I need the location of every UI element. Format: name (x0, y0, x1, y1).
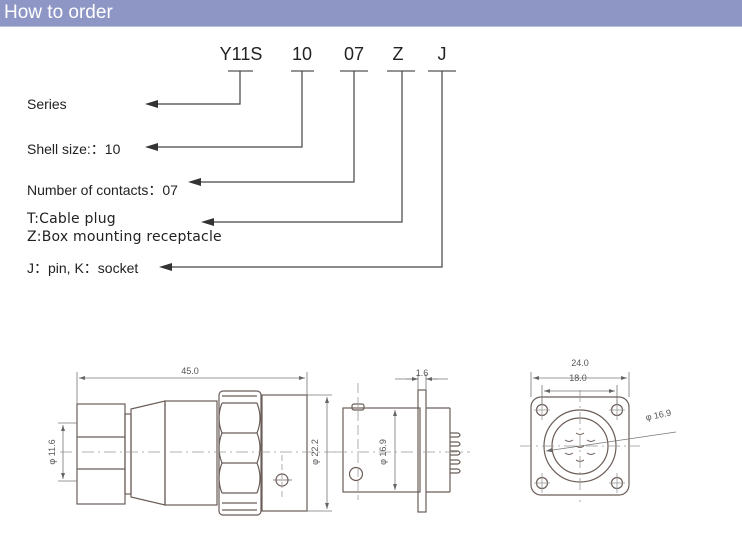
plug-centerlines (60, 451, 340, 498)
dim-hole-spacing: 18.0 (569, 373, 587, 383)
dim-receptacle-dia: φ 16.9 (378, 439, 388, 465)
code-contact-type: J (437, 44, 447, 64)
cable-plug-drawing (76, 390, 308, 516)
receptacle-side-centerlines (335, 383, 470, 500)
connector-contact-type (171, 71, 443, 268)
order-code-connectors (145, 70, 456, 271)
plug-dimension-lines (58, 372, 332, 512)
code-shell-size: 10 (291, 44, 313, 64)
dim-flange-width: 24.0 (571, 358, 589, 368)
legend-contact-type: J：pin, K：socket (27, 260, 139, 276)
arrow-series (145, 100, 158, 108)
connector-contacts (200, 71, 355, 183)
code-series: Y11S (219, 44, 263, 64)
legend-type-t: T:Cable plug (27, 211, 116, 227)
receptacle-front-dimension-lines (530, 372, 677, 453)
connector-type (213, 71, 403, 223)
receptacle-side-dimension-lines (393, 374, 448, 490)
connector-shell (157, 71, 303, 148)
arrow-contact-type (159, 263, 172, 271)
dim-flange-thickness: 1.6 (416, 368, 429, 378)
arrow-contacts (188, 178, 201, 186)
section-title: How to order (4, 2, 113, 23)
section-header: How to order (0, 0, 742, 27)
dim-plug-outer-dia: φ 22.2 (310, 439, 320, 465)
dim-plug-cable-dia: φ 11.6 (47, 439, 57, 464)
legend-type-z: Z:Box mounting receptacle (27, 229, 222, 245)
legend-contacts: Number of contacts：07 (27, 182, 178, 198)
legend-shell-size: Shell size:：10 (27, 141, 121, 157)
arrow-type (201, 218, 214, 226)
arrow-shell (145, 143, 158, 151)
code-type: Z (392, 44, 404, 64)
code-contacts: 07 (343, 44, 365, 64)
receptacle-side-drawing (342, 389, 461, 513)
dim-face-dia: φ 16.9 (645, 407, 672, 422)
dim-plug-length: 45.0 (181, 366, 199, 376)
connector-series (157, 71, 241, 105)
legend-series: Series (27, 96, 67, 112)
contact-pins (564, 432, 596, 462)
